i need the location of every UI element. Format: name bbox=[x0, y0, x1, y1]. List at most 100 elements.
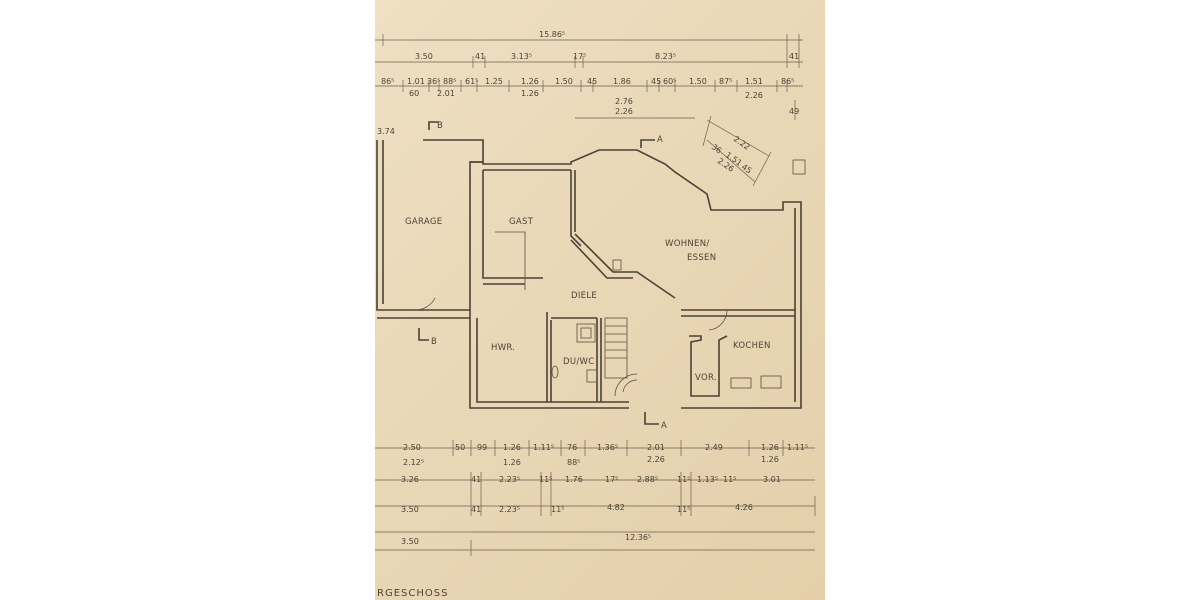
dim-text: 1.26 bbox=[503, 458, 521, 467]
dim-left-wall: 3.74 bbox=[377, 127, 395, 136]
dim-text: 3.50 bbox=[401, 537, 419, 546]
dim-text: 2.23⁵ bbox=[499, 505, 520, 514]
dim-text: 41 bbox=[471, 475, 481, 484]
dim-text: 99 bbox=[477, 443, 487, 452]
dim-overall-depth: 12.36⁵ bbox=[625, 533, 651, 542]
fixtures bbox=[414, 159, 806, 389]
column bbox=[792, 159, 806, 175]
dim-text: 1.50 bbox=[555, 77, 573, 86]
dim-text: 2.50 bbox=[403, 443, 421, 452]
dim-text: 50 bbox=[455, 443, 465, 452]
dim-text: 8.23⁵ bbox=[655, 52, 676, 61]
dim-text: 1.01 bbox=[407, 77, 425, 86]
dim-text: 11⁵ bbox=[723, 475, 736, 484]
blueprint-sheet: 15.86⁵ 3.50 41 3.13⁵ 17⁵ 8.23⁵ 41 86⁵ 1.… bbox=[375, 0, 825, 600]
dim-text: 86⁵ bbox=[381, 77, 394, 86]
room-label-vor: VOR. bbox=[695, 373, 717, 383]
dim-text: 76 bbox=[567, 443, 577, 452]
dim-text: 11⁵ bbox=[677, 475, 690, 484]
door-swing bbox=[495, 231, 526, 290]
dim-text: 17⁵ bbox=[605, 475, 618, 484]
dim-text: 2.76 bbox=[615, 97, 633, 106]
dim-text: 11⁵ bbox=[551, 505, 564, 514]
dim-text: 1.26 bbox=[761, 455, 779, 464]
section-mark-b-bottom: B bbox=[431, 337, 437, 347]
room-label-du-wc: DU/WC bbox=[563, 357, 594, 367]
dim-text: 1.26 bbox=[521, 77, 539, 86]
section-mark-a-bottom: A bbox=[661, 421, 667, 431]
dim-text: 45 bbox=[740, 162, 754, 175]
room-label-gast: GAST bbox=[509, 217, 534, 227]
dim-text: 88⁵ bbox=[443, 77, 456, 86]
dim-text: 86⁵ bbox=[781, 77, 794, 86]
dim-text: 2.22 bbox=[732, 134, 752, 152]
dim-overall-width: 15.86⁵ bbox=[539, 30, 565, 39]
drawing-title-fragment: RGESCHOSS bbox=[377, 588, 448, 599]
dim-text: 3.26 bbox=[401, 475, 419, 484]
dim-text: 60 bbox=[409, 89, 419, 98]
dim-text: 1.11⁵ bbox=[787, 443, 808, 452]
section-mark-a-top: A bbox=[657, 135, 663, 145]
dim-text: 2.26 bbox=[745, 91, 763, 100]
dim-text: 1.25 bbox=[485, 77, 503, 86]
dim-text: 1.86 bbox=[613, 77, 631, 86]
dim-text: 88⁵ bbox=[567, 458, 580, 467]
walls bbox=[376, 139, 802, 409]
dim-text: 2.12⁵ bbox=[403, 458, 424, 467]
dim-text: 1.13⁵ bbox=[697, 475, 718, 484]
dim-text: 1.36⁵ bbox=[597, 443, 618, 452]
dim-text: 87⁵ bbox=[719, 77, 732, 86]
top-dimension-lines bbox=[375, 34, 803, 120]
wash-basin bbox=[586, 369, 598, 383]
stove bbox=[730, 377, 752, 389]
floor-plan: 15.86⁵ 3.50 41 3.13⁵ 17⁵ 8.23⁵ 41 86⁵ 1.… bbox=[375, 30, 816, 599]
dim-text: 2.26 bbox=[647, 455, 665, 464]
dim-text: 36⁵ bbox=[427, 77, 440, 86]
dim-text: 1.11⁵ bbox=[533, 443, 554, 452]
bottom-dimension-texts: 2.50 50 99 1.26 1.11⁵ 76 1.36⁵ 2.01 2.49… bbox=[401, 443, 808, 546]
sink bbox=[760, 375, 782, 389]
dim-text: 1.26 bbox=[521, 89, 539, 98]
dim-text: 60⁵ bbox=[663, 77, 676, 86]
dim-text: 61⁵ bbox=[465, 77, 478, 86]
dim-text: 45 bbox=[651, 77, 661, 86]
dim-text: 2.26 bbox=[615, 107, 633, 116]
dim-text: 2.01 bbox=[437, 89, 455, 98]
chimney bbox=[612, 259, 622, 271]
room-labels: GARAGE GAST WOHNEN/ ESSEN DIELE HWR. DU/… bbox=[405, 217, 771, 383]
dim-text: 1.26 bbox=[761, 443, 779, 452]
toilet bbox=[551, 365, 559, 379]
bottom-dimension-lines bbox=[375, 440, 816, 556]
dim-text: 1.50 bbox=[689, 77, 707, 86]
dim-text: 2.49 bbox=[705, 443, 723, 452]
room-label-hwr: HWR. bbox=[491, 343, 515, 353]
dim-text: 41 bbox=[789, 52, 799, 61]
diagonal-dimension: 2.22 36 1.51 2.26 45 bbox=[702, 115, 772, 187]
dim-text: 41 bbox=[471, 505, 481, 514]
section-mark-b-top: B bbox=[437, 121, 443, 131]
dim-text: 2.01 bbox=[647, 443, 665, 452]
dim-text: 3.01 bbox=[763, 475, 781, 484]
room-label-diele: DIELE bbox=[571, 291, 597, 301]
dim-text: 1.76 bbox=[565, 475, 583, 484]
top-dimension-texts: 15.86⁵ 3.50 41 3.13⁵ 17⁵ 8.23⁵ 41 86⁵ 1.… bbox=[377, 30, 799, 136]
dim-text: 4.26 bbox=[735, 503, 753, 512]
shower-tray bbox=[576, 323, 596, 343]
dim-text: 41 bbox=[475, 52, 485, 61]
dim-text: 45 bbox=[587, 77, 597, 86]
dim-text: 4.82 bbox=[607, 503, 625, 512]
dim-text: 1.51 bbox=[745, 77, 763, 86]
dim-text: 11⁵ bbox=[539, 475, 552, 484]
dim-text: 11⁵ bbox=[677, 505, 690, 514]
dim-text: 3.50 bbox=[401, 505, 419, 514]
dim-text: 3.13⁵ bbox=[511, 52, 532, 61]
dim-text: 2.23⁵ bbox=[499, 475, 520, 484]
room-label-wohnen: WOHNEN/ bbox=[665, 239, 710, 249]
room-label-essen: ESSEN bbox=[687, 253, 716, 263]
section-markers: B B A A bbox=[418, 121, 667, 431]
room-label-kochen: KOCHEN bbox=[733, 341, 771, 351]
dim-text: 2.88⁵ bbox=[637, 475, 658, 484]
dim-text: 1.26 bbox=[503, 443, 521, 452]
dim-text: 17⁵ bbox=[573, 52, 586, 61]
room-label-garage: GARAGE bbox=[405, 217, 442, 227]
